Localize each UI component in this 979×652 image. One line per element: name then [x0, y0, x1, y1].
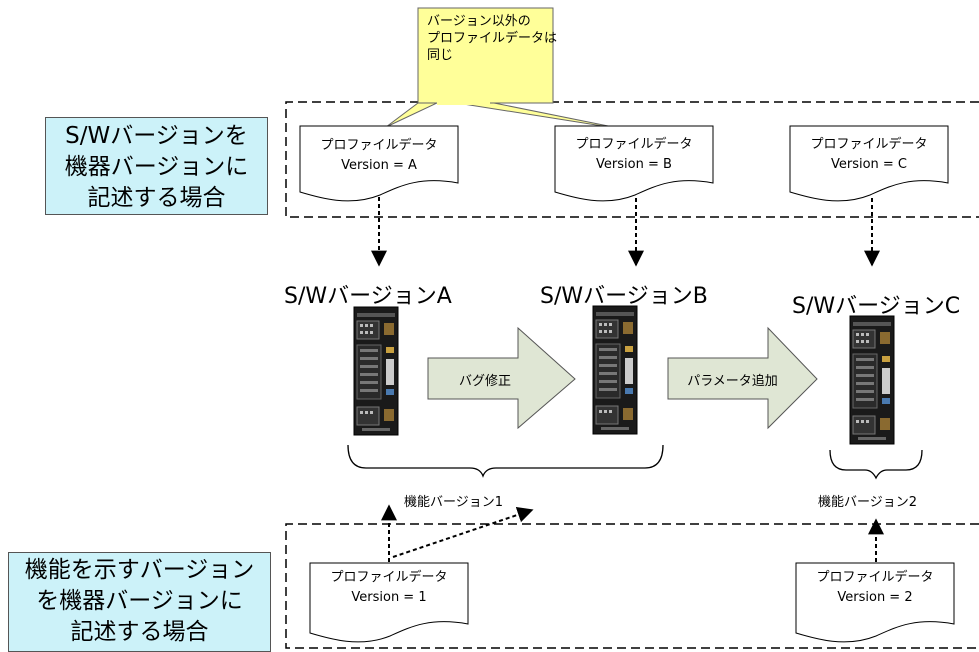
doc-a-title: プロファイルデータ — [320, 138, 438, 153]
top-case-box: S/Wバージョンを 機器バージョンに 記述する場合 — [45, 117, 268, 215]
doc-a: プロファイルデータ Version = A — [300, 136, 458, 176]
function-version-2: 機能バージョン2 — [818, 495, 918, 510]
doc-shape-a — [299, 125, 459, 202]
bottom-dashed-region — [285, 523, 979, 649]
block-arrow-bugfix — [427, 326, 576, 430]
function-version-1: 機能バージョン1 — [404, 495, 504, 510]
brace-function-1 — [347, 444, 664, 478]
top-case-line-3: 記述する場合 — [87, 185, 226, 211]
device-b — [592, 305, 638, 435]
device-c — [849, 315, 895, 445]
callout-line-2: プロファイルデータは — [427, 31, 558, 46]
doc-b-title: プロファイルデータ — [575, 137, 693, 152]
callout-line-1: バージョン以外の — [427, 14, 531, 29]
block-arrow-param-add — [667, 326, 818, 430]
bottom-case-line-3: 記述する場合 — [70, 619, 209, 645]
top-case-line-1: S/Wバージョンを — [65, 123, 248, 149]
doc-shape-c — [789, 125, 949, 202]
brace-function-2 — [829, 449, 923, 480]
doc-c-version: Version = C — [830, 157, 908, 172]
bugfix-label: バグ修正 — [458, 374, 511, 389]
doc-shape-b — [554, 125, 714, 202]
param-add-label: パラメータ追加 — [687, 374, 778, 389]
bottom-case-box: 機能を示すバージョン を機器バージョンに 記述する場合 — [8, 552, 271, 652]
doc-1: プロファイルデータ Version = 1 — [310, 568, 468, 608]
doc-2: プロファイルデータ Version = 2 — [796, 568, 954, 608]
doc-1-version: Version = 1 — [351, 590, 427, 605]
doc-b-version: Version = B — [596, 157, 672, 172]
top-dashed-region — [285, 101, 979, 218]
device-a — [353, 306, 399, 436]
doc-shape-2 — [795, 562, 955, 643]
doc-shape-1 — [309, 562, 469, 643]
doc-2-version: Version = 2 — [837, 590, 913, 605]
version-title-b: S/WバージョンB — [540, 284, 708, 309]
doc-b: プロファイルデータ Version = B — [555, 135, 713, 175]
arrow-doc-1-to-func1-diag — [392, 507, 534, 558]
doc-c: プロファイルデータ Version = C — [790, 135, 948, 175]
top-case-line-2: 機器バージョンに — [64, 154, 249, 180]
version-title-c: S/WバージョンC — [792, 294, 961, 319]
version-title-a: S/WバージョンA — [284, 284, 452, 309]
callout-line-3: 同じ — [427, 48, 454, 63]
callout-text: バージョン以外の プロファイルデータは 同じ — [427, 13, 557, 64]
doc-2-title: プロファイルデータ — [816, 570, 934, 585]
bottom-case-line-2: を機器バージョンに — [36, 588, 243, 614]
doc-1-title: プロファイルデータ — [330, 570, 448, 585]
doc-c-title: プロファイルデータ — [810, 137, 928, 152]
doc-a-version: Version = A — [341, 158, 417, 173]
bottom-case-line-1: 機能を示すバージョン — [24, 557, 255, 583]
